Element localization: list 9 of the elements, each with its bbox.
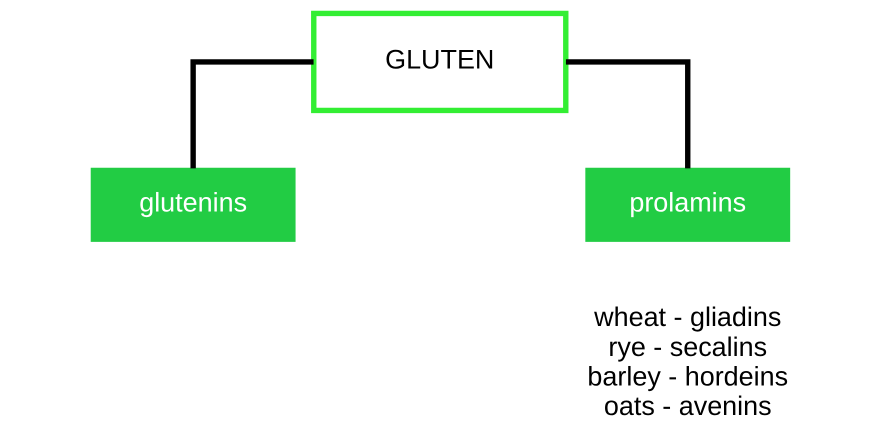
node-box: prolamins <box>584 168 790 242</box>
node-label: barley - hordeins <box>586 361 788 392</box>
node-label: oats - avenins <box>603 391 772 422</box>
node-label: wheat - gliadins <box>594 302 781 332</box>
connector <box>565 59 690 168</box>
node-box: glutenins <box>90 168 296 242</box>
connector <box>190 59 314 168</box>
node-box: GLUTEN <box>310 10 568 114</box>
node-label: rye - secalins <box>608 332 767 362</box>
